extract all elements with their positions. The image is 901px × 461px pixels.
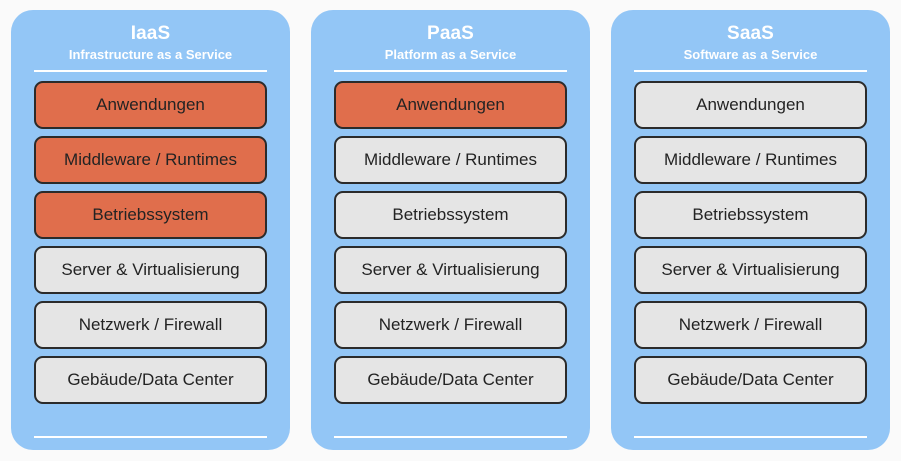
- card-title: IaaS: [130, 23, 171, 44]
- layer-box[interactable]: Gebäude/Data Center: [34, 356, 267, 404]
- footer-divider: [334, 436, 567, 438]
- service-card-saas: SaaS Software as a Service Anwendungen M…: [611, 10, 890, 450]
- layer-stack: Anwendungen Middleware / Runtimes Betrie…: [634, 72, 867, 434]
- layer-box[interactable]: Gebäude/Data Center: [334, 356, 567, 404]
- card-header: PaaS Platform as a Service: [334, 10, 567, 72]
- card-header: SaaS Software as a Service: [634, 10, 867, 72]
- layer-box[interactable]: Anwendungen: [34, 81, 267, 129]
- layer-stack: Anwendungen Middleware / Runtimes Betrie…: [334, 72, 567, 434]
- layer-box[interactable]: Middleware / Runtimes: [334, 136, 567, 184]
- layer-box[interactable]: Netzwerk / Firewall: [34, 301, 267, 349]
- layer-box[interactable]: Middleware / Runtimes: [634, 136, 867, 184]
- layer-box[interactable]: Betriebssystem: [634, 191, 867, 239]
- card-header: IaaS Infrastructure as a Service: [34, 10, 267, 72]
- layer-box[interactable]: Betriebssystem: [334, 191, 567, 239]
- layer-box[interactable]: Gebäude/Data Center: [634, 356, 867, 404]
- layer-box[interactable]: Netzwerk / Firewall: [634, 301, 867, 349]
- header-divider: [634, 70, 867, 72]
- layer-box[interactable]: Middleware / Runtimes: [34, 136, 267, 184]
- footer-divider: [634, 436, 867, 438]
- service-card-iaas: IaaS Infrastructure as a Service Anwendu…: [11, 10, 290, 450]
- layer-stack: Anwendungen Middleware / Runtimes Betrie…: [34, 72, 267, 434]
- service-card-paas: PaaS Platform as a Service Anwendungen M…: [311, 10, 590, 450]
- layer-box[interactable]: Server & Virtualisierung: [334, 246, 567, 294]
- header-divider: [34, 70, 267, 72]
- card-title: SaaS: [727, 23, 774, 44]
- layer-box[interactable]: Anwendungen: [334, 81, 567, 129]
- card-subtitle: Software as a Service: [683, 47, 818, 62]
- layer-box[interactable]: Server & Virtualisierung: [34, 246, 267, 294]
- card-subtitle: Infrastructure as a Service: [68, 47, 233, 62]
- card-subtitle: Platform as a Service: [384, 47, 517, 62]
- card-title: PaaS: [427, 23, 474, 44]
- header-divider: [334, 70, 567, 72]
- layer-box[interactable]: Betriebssystem: [34, 191, 267, 239]
- layer-box[interactable]: Anwendungen: [634, 81, 867, 129]
- layer-box[interactable]: Server & Virtualisierung: [634, 246, 867, 294]
- footer-divider: [34, 436, 267, 438]
- layer-box[interactable]: Netzwerk / Firewall: [334, 301, 567, 349]
